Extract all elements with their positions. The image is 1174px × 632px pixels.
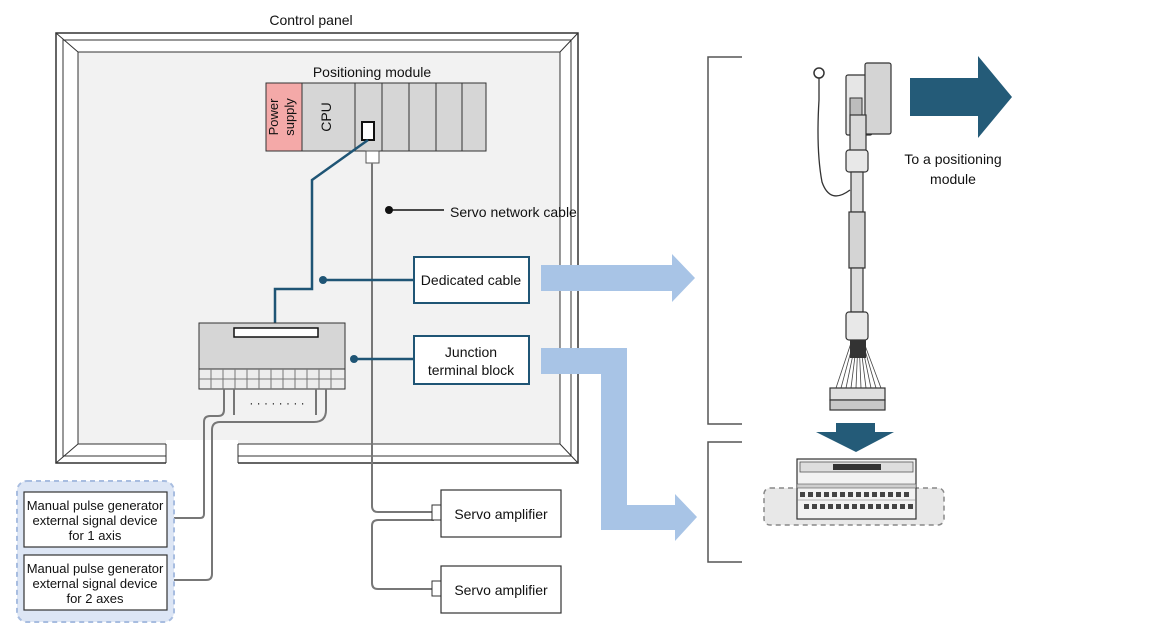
brackets (707, 56, 742, 563)
mpg2-line3: for 2 axes (66, 591, 124, 606)
arrow-down-to-terminal (816, 423, 894, 452)
to-positioning-line1: To a positioning (904, 151, 1001, 167)
dedicated-cable: Dedicated cable (273, 138, 530, 323)
cpu-label: CPU (318, 102, 334, 132)
positioning-module-rack: Positioning module Power supply CPU (265, 64, 487, 164)
positioning-module-label: Positioning module (313, 64, 432, 80)
light-arrows (541, 254, 697, 541)
mpg1-line2: external signal device (32, 513, 157, 528)
servo-amplifier-1: Servo amplifier (431, 489, 562, 538)
junction-terminal-block: · · · · · · · · Junction terminal block (170, 322, 530, 581)
mpg2-line1: Manual pulse generator (27, 561, 164, 576)
junction-label-line1: Junction (445, 344, 497, 360)
servo-amplifier-2: Servo amplifier (431, 565, 562, 614)
junction-box (413, 335, 530, 385)
junction-label-line2: terminal block (428, 362, 515, 378)
terminal-block-illustration (763, 458, 945, 526)
arrow-to-cable (541, 254, 695, 302)
to-positioning-line2: module (930, 171, 976, 187)
servo-amplifier-1-label: Servo amplifier (454, 506, 548, 522)
dedicated-cable-label: Dedicated cable (421, 272, 522, 288)
mpg-1-axis-box (23, 491, 168, 548)
mpg2-line2: external signal device (32, 576, 157, 591)
mpg1-line3: for 1 axis (69, 528, 122, 543)
positioning-module-connector (361, 121, 375, 141)
manual-pulse-generator-group: Manual pulse generator external signal d… (16, 480, 175, 623)
dark-arrows (816, 56, 1012, 452)
network-port (365, 150, 380, 164)
power-supply-label-line1: Power (266, 98, 281, 136)
mpg1-line1: Manual pulse generator (27, 498, 164, 513)
servo-network-cable: Servo network cable (371, 163, 577, 590)
dedicated-cable-box (413, 256, 530, 304)
power-supply-slot (265, 82, 303, 152)
mpg-2-axes-box (23, 554, 168, 611)
servo-amplifier-2-label: Servo amplifier (454, 582, 548, 598)
power-supply-label-line2: supply (282, 98, 297, 136)
control-panel-label: Control panel (269, 12, 352, 28)
cable-illustration (813, 62, 892, 411)
servo-network-cable-label: Servo network cable (450, 204, 577, 220)
terminal-dots: · · · · · · · · (249, 396, 304, 410)
arrow-to-positioning-module (910, 56, 1012, 138)
arrow-to-terminal-block (541, 348, 697, 541)
